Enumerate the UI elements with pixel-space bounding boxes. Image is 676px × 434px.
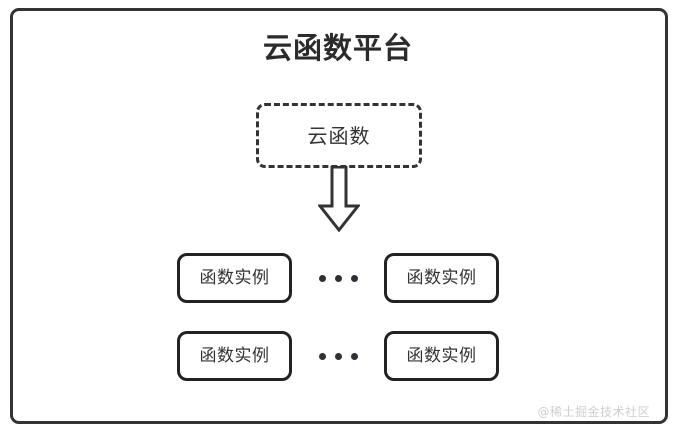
function-instance-box[interactable]: 函数实例 — [384, 253, 499, 303]
cloud-function-label: 云函数 — [307, 123, 371, 148]
function-instance-row-1: 函数实例 ... 函数实例 — [0, 253, 676, 303]
ellipsis-icon: ... — [292, 253, 384, 303]
function-instance-box[interactable]: 函数实例 — [177, 331, 292, 381]
function-instance-label: 函数实例 — [406, 345, 477, 366]
ellipsis-dot — [350, 274, 358, 282]
ellipsis-dot — [318, 352, 326, 360]
down-block-arrow-icon — [316, 165, 362, 233]
function-instance-label: 函数实例 — [199, 267, 270, 288]
function-instance-box[interactable]: 函数实例 — [384, 331, 499, 381]
function-instance-label: 函数实例 — [199, 345, 270, 366]
function-instance-row-2: 函数实例 ... 函数实例 — [0, 331, 676, 381]
cloud-function-node: 云函数 — [256, 103, 422, 168]
ellipsis-dot — [334, 274, 342, 282]
ellipsis-dot — [318, 274, 326, 282]
function-instance-label: 函数实例 — [406, 267, 477, 288]
ellipsis-icon: ... — [292, 331, 384, 381]
function-instance-box[interactable]: 函数实例 — [177, 253, 292, 303]
platform-title: 云函数平台 — [262, 31, 413, 65]
ellipsis-dot — [334, 352, 342, 360]
watermark: @稀土掘金技术社区 — [537, 405, 650, 419]
ellipsis-dot — [350, 352, 358, 360]
